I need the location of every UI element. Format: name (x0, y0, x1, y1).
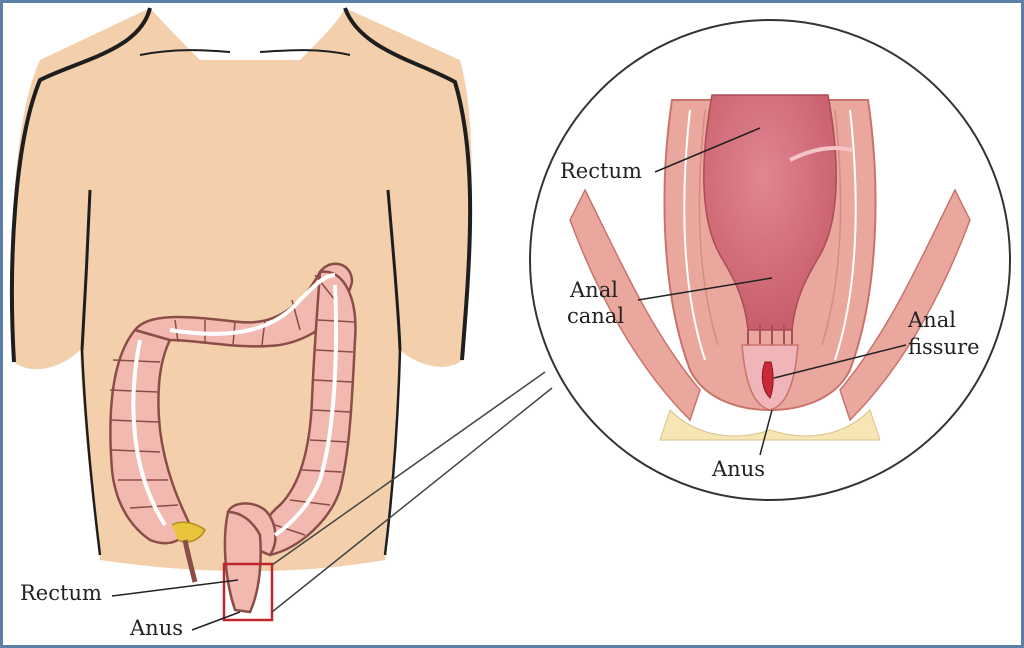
label-detail-fissure-1: Anal (907, 308, 956, 332)
leader-detail-anus (759, 409, 773, 456)
leader-torso-anus (191, 611, 241, 631)
colon-stripe-2 (169, 273, 336, 336)
label-detail-fissure-2: fissure (908, 335, 980, 359)
label-detail-rectum: Rectum (560, 159, 642, 183)
colon-icon (109, 262, 357, 614)
label-torso-rectum: Rectum (20, 581, 102, 605)
label-detail-anal-2: canal (567, 304, 624, 328)
fissure-mark (761, 361, 774, 399)
zoom-line-top (271, 371, 546, 566)
appendix-tail (182, 539, 198, 583)
label-detail-anus: Anus (711, 457, 765, 481)
leader-torso-rectum (111, 579, 239, 597)
colon-stripe (131, 339, 167, 527)
leader-detail-anal-canal (637, 277, 773, 301)
magnified-anatomy-icon (569, 94, 971, 441)
leader-detail-fissure (773, 344, 907, 379)
leader-detail-rectum (654, 127, 761, 173)
label-detail-anal-1: Anal (569, 278, 618, 302)
colon-stripe-3 (273, 284, 339, 537)
label-torso-anus: Anus (129, 616, 183, 640)
zoom-line-bottom (271, 387, 553, 613)
highlight-box (222, 562, 274, 622)
